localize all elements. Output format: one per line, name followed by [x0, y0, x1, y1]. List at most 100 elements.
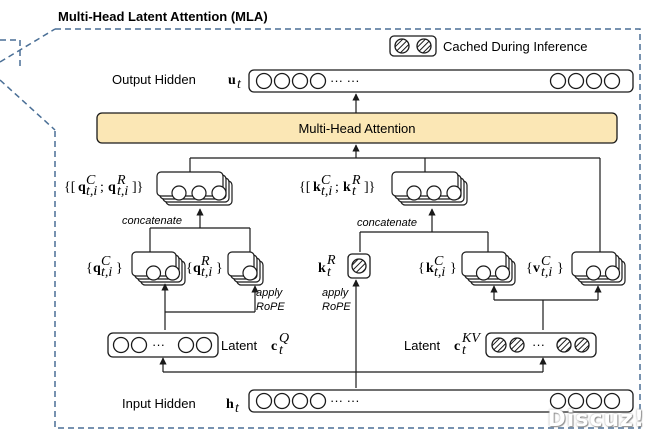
concat-lines: [149, 208, 489, 252]
neuron-circle: [567, 392, 585, 410]
svg-text:···: ···: [532, 337, 545, 352]
svg-text:{[: {[: [299, 180, 311, 195]
hatched-circle-icon: [574, 337, 590, 353]
hatched-circle-icon: [491, 337, 507, 353]
kC-label: { k C t,i }: [418, 254, 457, 280]
neuron-circle: [475, 265, 492, 281]
svg-text:R: R: [351, 173, 361, 188]
neuron-circle: [255, 392, 273, 410]
svg-text:t,i: t,i: [434, 265, 445, 280]
q-concat-label: {[ q C t,i ; q R t,i ]}: [64, 173, 143, 199]
svg-text:Q: Q: [279, 331, 289, 346]
hatched-circle-icon: [509, 337, 525, 353]
svg-text:}: }: [216, 261, 223, 276]
latent-q-label: Latent: [221, 338, 258, 353]
watermark: Discuz!: [547, 407, 645, 432]
svg-text:k: k: [318, 261, 326, 276]
svg-text:R: R: [116, 173, 126, 188]
svg-text:t: t: [327, 265, 332, 280]
output-symbol: u: [228, 73, 236, 88]
neuron-circle: [145, 265, 162, 281]
neuron-circle: [191, 185, 207, 201]
svg-text:k: k: [313, 180, 321, 195]
mla-frame: [0, 28, 641, 429]
hatched-circle-icon: [394, 38, 410, 54]
svg-text:t: t: [237, 77, 242, 92]
svg-text:v: v: [533, 261, 540, 276]
svg-text:}: }: [557, 261, 564, 276]
mha-input-lines: [189, 144, 601, 258]
svg-text:q: q: [193, 261, 201, 276]
kC-stack: [461, 251, 516, 286]
qR-label: { q R t,i }: [186, 254, 223, 280]
qC-stack: [131, 251, 186, 286]
svg-text:q: q: [78, 180, 86, 195]
svg-text:{: {: [186, 261, 193, 276]
qC-label: { q C t,i }: [86, 254, 123, 280]
neuron-circle: [549, 392, 567, 410]
svg-text:]}: ]}: [364, 180, 375, 195]
svg-text:c: c: [271, 339, 277, 354]
svg-text:;: ;: [335, 180, 339, 195]
svg-text:t: t: [352, 184, 357, 199]
svg-text:;: ;: [100, 180, 104, 195]
neuron-circle: [567, 72, 585, 90]
apply-label-k: apply: [322, 287, 350, 299]
output-label: Output Hidden: [112, 72, 196, 87]
neuron-circle: [406, 185, 422, 201]
neuron-circle: [603, 72, 621, 90]
neuron-circle: [585, 392, 603, 410]
legend: Cached During Inference: [389, 35, 588, 57]
svg-text:t: t: [235, 401, 240, 416]
neuron-circle: [549, 72, 567, 90]
latent-kv: Latent c KV t ···: [404, 331, 597, 358]
neuron-circle: [242, 265, 258, 281]
svg-text:}: }: [450, 261, 457, 276]
svg-text:C: C: [86, 173, 96, 188]
input-label: Input Hidden: [122, 396, 196, 411]
output-hidden: Output Hidden u t ··· ···: [112, 69, 634, 93]
kR-label: k R t: [318, 253, 336, 280]
hatched-circle-icon: [351, 258, 367, 274]
svg-text:t,i: t,i: [117, 184, 128, 199]
multi-head-attention-block: Multi-Head Attention: [96, 112, 618, 144]
mha-label: Multi-Head Attention: [298, 121, 415, 136]
concatenate-label-k: concatenate: [357, 217, 417, 229]
svg-text:k: k: [343, 180, 351, 195]
neuron-circle: [171, 185, 187, 201]
input-dots: ··· ···: [330, 393, 360, 408]
latent-kv-lines: [159, 279, 602, 388]
legend-label: Cached During Inference: [443, 39, 588, 54]
neuron-circle: [291, 392, 309, 410]
qR-stack: [227, 251, 264, 286]
svg-text:c: c: [454, 339, 460, 354]
svg-text:R: R: [200, 254, 210, 269]
k-concat-stack: [391, 171, 468, 206]
latent-q: ··· Latent c Q t: [107, 331, 289, 358]
neuron-circle: [446, 185, 462, 201]
neuron-circle: [211, 185, 227, 201]
svg-text:C: C: [321, 173, 331, 188]
q-concat-stack: [156, 171, 233, 206]
svg-text:t: t: [462, 343, 467, 358]
output-dots: ··· ···: [330, 73, 360, 88]
neuron-circle: [585, 265, 602, 281]
neuron-circle: [291, 72, 309, 90]
kR-cell: [347, 253, 371, 279]
svg-text:t,i: t,i: [541, 265, 552, 280]
svg-text:C: C: [434, 254, 444, 269]
neuron-circle: [177, 336, 195, 354]
neuron-circle: [255, 72, 273, 90]
latent-kv-label: Latent: [404, 338, 441, 353]
neuron-circle: [309, 72, 327, 90]
svg-text:{: {: [526, 261, 533, 276]
input-symbol: h: [226, 397, 234, 412]
svg-text:···: ···: [152, 337, 165, 352]
neuron-circle: [273, 392, 291, 410]
svg-text:R: R: [326, 253, 336, 268]
neuron-circle: [130, 336, 148, 354]
svg-text:t,i: t,i: [321, 184, 332, 199]
latent-q-lines: [161, 283, 259, 330]
svg-text:t,i: t,i: [101, 265, 112, 280]
